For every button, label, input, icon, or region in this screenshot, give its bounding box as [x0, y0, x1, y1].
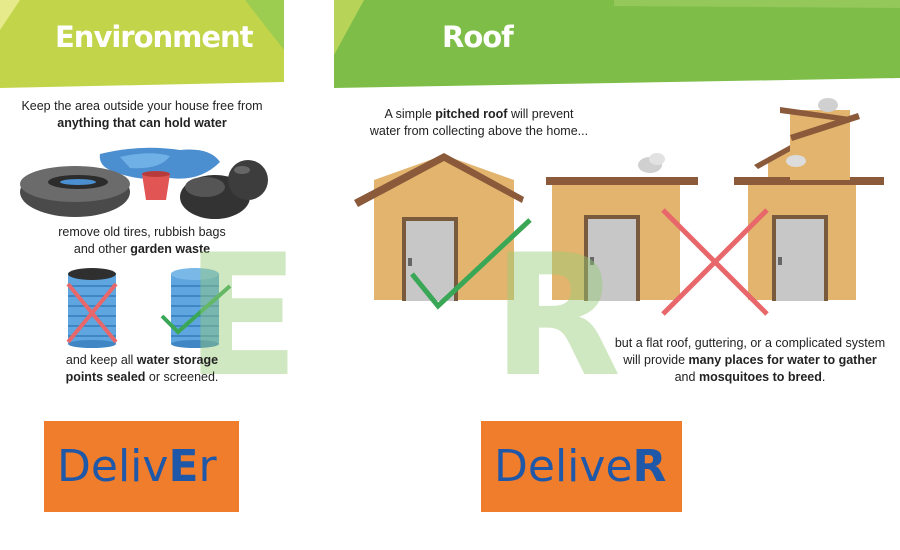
deliver-r-badge: DeliveR — [481, 421, 682, 512]
environment-watermark-letter: E — [185, 218, 300, 414]
cross-mark-icon — [66, 282, 118, 344]
flat-roof-text: but a flat roof, guttering, or a complic… — [614, 336, 886, 384]
flat-roof-house — [546, 153, 698, 301]
open-container-icon — [68, 268, 116, 348]
deliver-e-badge: DelivEr — [44, 421, 239, 512]
houses-illustration — [354, 98, 884, 301]
pitched-roof-house — [354, 153, 524, 301]
check-mark-icon — [410, 218, 532, 310]
pitched-roof-text: A simple pitched roof will prevent water… — [369, 107, 589, 138]
environment-banner — [0, 0, 284, 88]
water-storage-text: and keep all water storage points sealed… — [65, 353, 219, 384]
sealed-container-icon — [171, 268, 219, 348]
roof-panel: Roof A simple pitched roof will prevent … — [334, 0, 900, 400]
deliver-r-label: DeliveR — [494, 441, 667, 492]
environment-panel: Environment Keep the area outside your h… — [0, 0, 300, 400]
roof-watermark-letter: R — [492, 218, 622, 414]
deliver-e-label: DelivEr — [57, 441, 217, 492]
cross-mark-icon — [661, 208, 769, 316]
roof-title: Roof — [442, 20, 514, 54]
environment-intro-text: Keep the area outside your house free fr… — [21, 99, 263, 130]
check-mark-icon — [160, 284, 232, 335]
complicated-roof-house — [734, 98, 884, 301]
environment-title: Environment — [55, 20, 254, 54]
garden-waste-text: remove old tires, rubbish bags and other… — [58, 225, 226, 256]
roof-banner — [334, 0, 900, 88]
garden-waste-illustration — [20, 147, 268, 219]
